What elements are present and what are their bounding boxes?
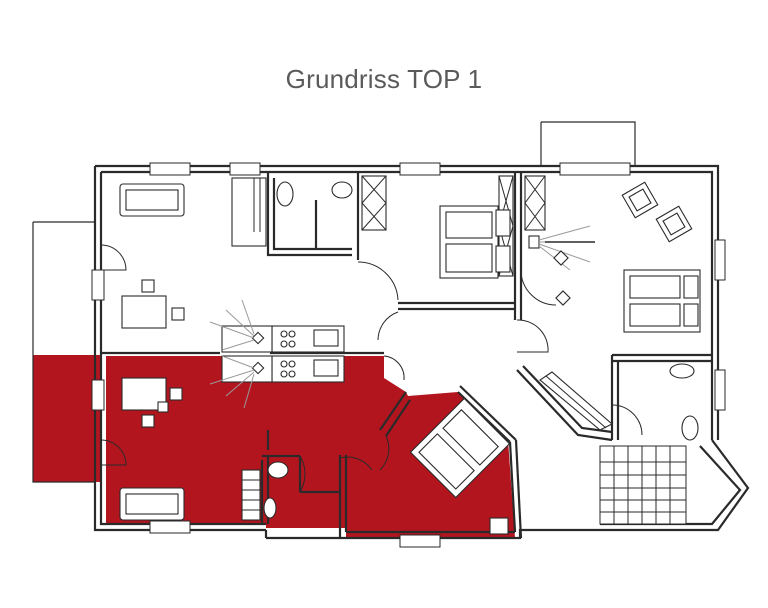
dining-sets bbox=[121, 279, 185, 428]
bath-fixtures bbox=[231, 177, 699, 519]
sofas bbox=[119, 183, 185, 521]
beds bbox=[409, 205, 701, 499]
lamps bbox=[209, 225, 595, 409]
highlighted-unit-top-1 bbox=[33, 355, 515, 538]
armchairs bbox=[621, 181, 693, 243]
plan-title: Grundriss TOP 1 bbox=[285, 64, 483, 94]
windows bbox=[91, 162, 726, 548]
kitchens bbox=[221, 325, 345, 383]
staircase bbox=[599, 445, 687, 525]
interior-walls bbox=[101, 172, 712, 539]
